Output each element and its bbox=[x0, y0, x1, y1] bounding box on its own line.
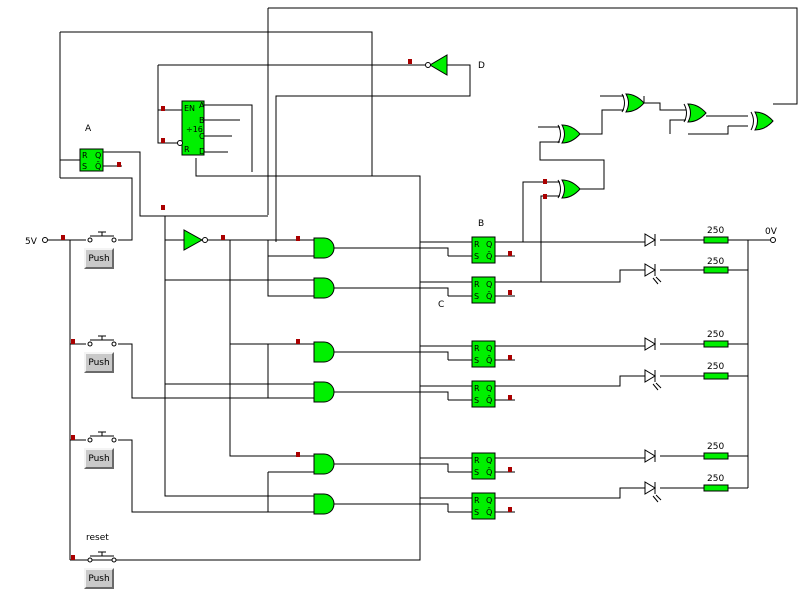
svg-text:S: S bbox=[474, 468, 479, 477]
label-b: B bbox=[478, 219, 484, 229]
resistor-label-6: 250 bbox=[707, 474, 724, 484]
resistor-label-3: 250 bbox=[707, 330, 724, 340]
label-d: D bbox=[478, 61, 485, 71]
svg-text:Q̄: Q̄ bbox=[486, 291, 492, 301]
inverter-d bbox=[425, 54, 448, 76]
reset-push-button[interactable]: Push bbox=[84, 568, 114, 589]
svg-text:Q: Q bbox=[486, 384, 492, 393]
push-button-1[interactable]: Push bbox=[84, 248, 114, 269]
counter-div16: EN ÷16 R A B C D bbox=[177, 100, 205, 156]
resistor-label-1: 250 bbox=[707, 226, 724, 236]
resistor-label-2: 250 bbox=[707, 257, 724, 267]
svg-text:R: R bbox=[474, 280, 480, 289]
svg-text:R: R bbox=[82, 151, 88, 160]
svg-text:Q̄: Q̄ bbox=[486, 507, 492, 517]
counter-out-c: C bbox=[199, 132, 205, 141]
counter-out-a: A bbox=[199, 101, 205, 110]
svg-text:R: R bbox=[474, 240, 480, 249]
and-gates bbox=[313, 237, 335, 515]
counter-out-b: B bbox=[199, 116, 205, 125]
svg-text:S: S bbox=[82, 162, 87, 171]
svg-text:R: R bbox=[474, 456, 480, 465]
svg-text:Q: Q bbox=[486, 496, 492, 505]
resistor-label-4: 250 bbox=[707, 362, 724, 372]
svg-text:R: R bbox=[474, 384, 480, 393]
svg-text:Q: Q bbox=[95, 151, 101, 160]
label-reset: reset bbox=[86, 533, 109, 543]
label-a: A bbox=[85, 124, 92, 134]
counter-r-label: R bbox=[184, 145, 190, 154]
svg-text:Q: Q bbox=[486, 344, 492, 353]
svg-text:Q̄: Q̄ bbox=[486, 355, 492, 365]
counter-en-label: EN bbox=[184, 104, 195, 113]
svg-text:Q: Q bbox=[486, 240, 492, 249]
resistors: 250 250 250 250 250 250 bbox=[703, 226, 729, 492]
leds bbox=[644, 233, 662, 503]
svg-text:Q̄: Q̄ bbox=[486, 467, 492, 477]
wires bbox=[48, 7, 798, 561]
push-button-2[interactable]: Push bbox=[84, 352, 114, 373]
svg-text:Q̄: Q̄ bbox=[486, 395, 492, 405]
supply-terminal bbox=[42, 237, 48, 243]
label-ground: 0V bbox=[765, 227, 778, 237]
resistor-label-5: 250 bbox=[707, 442, 724, 452]
svg-text:S: S bbox=[474, 356, 479, 365]
svg-text:S: S bbox=[474, 252, 479, 261]
svg-text:R: R bbox=[474, 344, 480, 353]
svg-text:Q̄: Q̄ bbox=[486, 251, 492, 261]
inverter-input bbox=[183, 229, 208, 251]
push-button-3[interactable]: Push bbox=[84, 448, 114, 469]
probe-markers bbox=[61, 59, 547, 560]
counter-out-d: D bbox=[199, 147, 205, 156]
counter-mod-label: ÷16 bbox=[186, 125, 203, 134]
svg-text:Q: Q bbox=[486, 280, 492, 289]
svg-text:S: S bbox=[474, 508, 479, 517]
svg-text:R: R bbox=[474, 496, 480, 505]
svg-text:Q: Q bbox=[486, 456, 492, 465]
label-supply: 5V bbox=[25, 237, 38, 247]
svg-text:S: S bbox=[474, 292, 479, 301]
flipflop-a: R Q S Q̄ bbox=[79, 148, 104, 172]
svg-text:Q̄: Q̄ bbox=[95, 161, 101, 171]
svg-text:S: S bbox=[474, 396, 479, 405]
ground-terminal bbox=[770, 237, 776, 243]
push-switches bbox=[87, 231, 117, 563]
label-c: C bbox=[438, 300, 444, 310]
